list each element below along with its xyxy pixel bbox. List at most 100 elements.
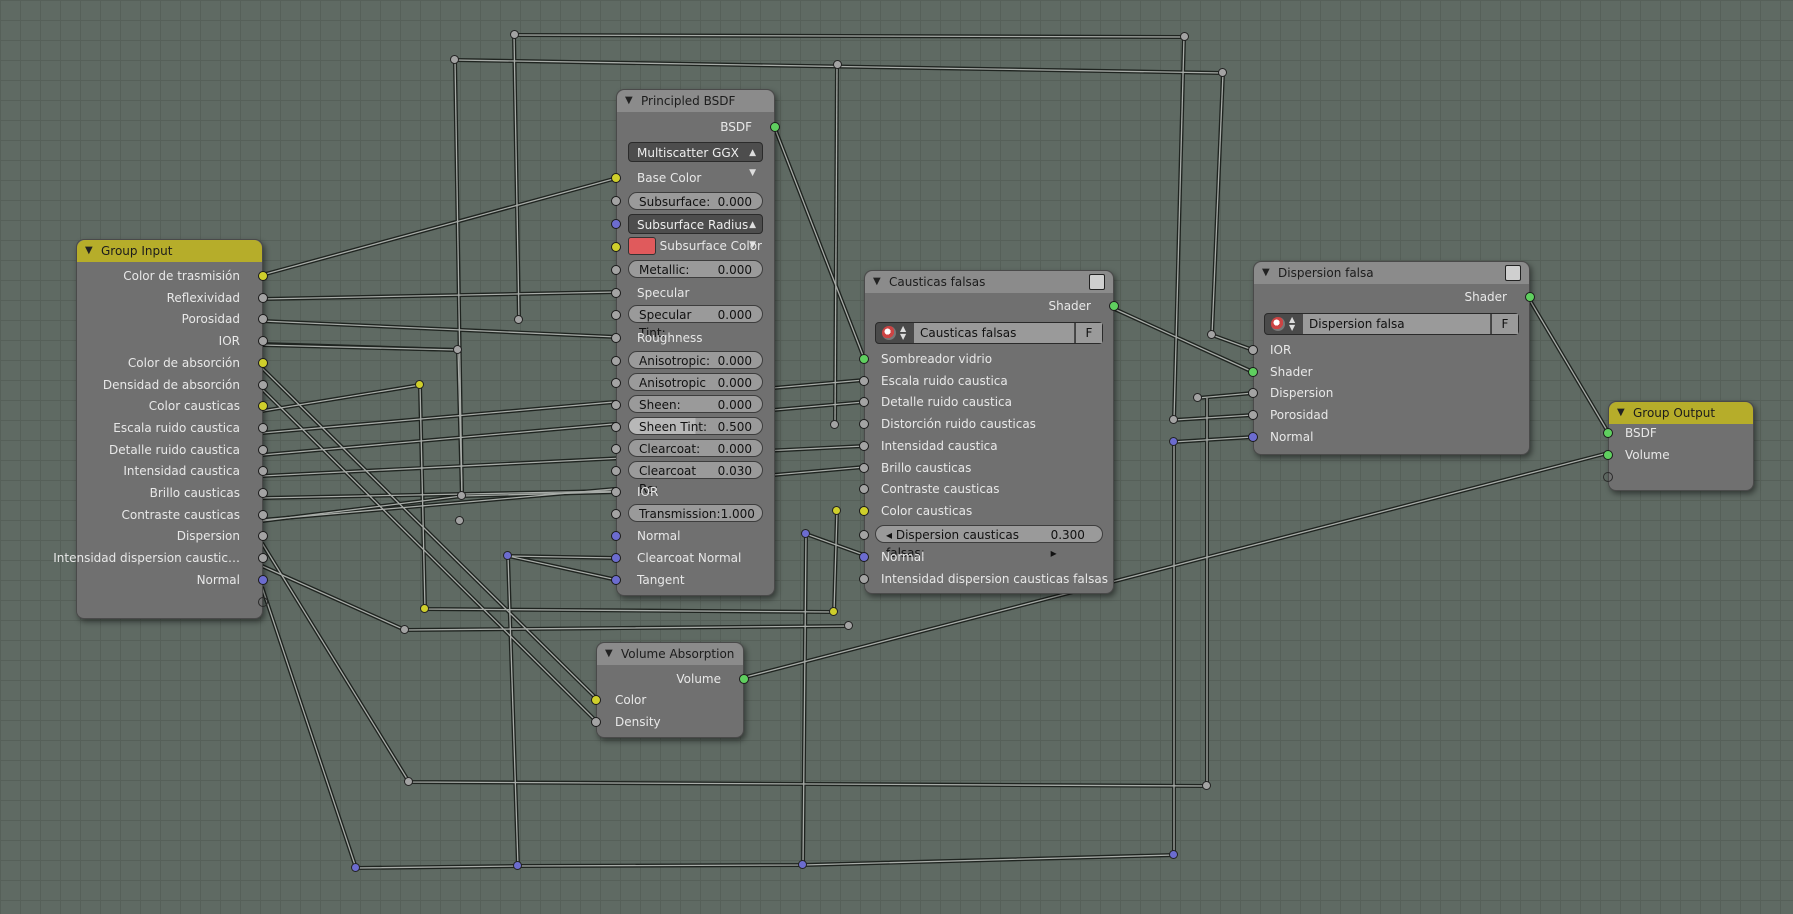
specular-tint-field[interactable]: Specular Tint:0.000 bbox=[628, 305, 763, 340]
subsurface-method-dropdown[interactable]: Subsurface Radius▲▼ bbox=[628, 214, 763, 250]
group-input-output-socket[interactable] bbox=[258, 379, 268, 390]
clearcoat-roughness-field[interactable]: Clearcoat Ro:0.030 bbox=[628, 461, 763, 496]
volume-absorption-header[interactable]: ▼ Volume Absorption bbox=[597, 643, 743, 665]
causticas-falsas-header[interactable]: ▼ Causticas falsas bbox=[865, 271, 1113, 293]
causticas-input-socket[interactable] bbox=[859, 484, 869, 495]
reroute-point[interactable] bbox=[1218, 68, 1227, 77]
group-input-output-socket[interactable] bbox=[258, 422, 268, 433]
group-input-header[interactable]: ▼ Group Input bbox=[77, 240, 262, 262]
causticas-input-socket[interactable] bbox=[859, 397, 869, 408]
group-edit-icon[interactable] bbox=[1505, 265, 1521, 281]
reroute-point[interactable] bbox=[844, 621, 853, 630]
shader-output-socket[interactable] bbox=[1109, 301, 1119, 311]
reroute-point[interactable] bbox=[1169, 415, 1178, 424]
subsurface-field[interactable]: Subsurface:0.000 bbox=[628, 192, 763, 210]
group-edit-icon[interactable] bbox=[1089, 274, 1105, 290]
subsurface-socket[interactable] bbox=[611, 196, 621, 206]
sheen-tint-slider[interactable]: Sheen Tint:0.500 bbox=[628, 417, 763, 435]
principled-bsdf-node[interactable]: ▼ Principled BSDF BSDF Multiscatter GGX▲… bbox=[611, 89, 780, 596]
reroute-point[interactable] bbox=[351, 863, 360, 872]
dispersion-causticas-socket[interactable] bbox=[859, 530, 869, 540]
bsdf-output-socket[interactable] bbox=[770, 122, 780, 132]
subsurface-color-swatch[interactable] bbox=[628, 237, 656, 255]
group-input-output-socket[interactable] bbox=[258, 401, 268, 412]
reroute-point[interactable] bbox=[453, 345, 462, 354]
group-name-field[interactable]: Dispersion falsa bbox=[1303, 314, 1490, 334]
dispersion-input-socket[interactable] bbox=[1248, 366, 1258, 377]
dispersion-falsa-header[interactable]: ▼ Dispersion falsa bbox=[1254, 262, 1529, 284]
reroute-point[interactable] bbox=[801, 529, 810, 538]
anisotropic-field[interactable]: Anisotropic:0.000 bbox=[628, 351, 763, 369]
group-input-output-socket[interactable] bbox=[258, 271, 268, 281]
dispersion-input-socket[interactable] bbox=[1248, 410, 1258, 421]
volume-input-socket[interactable] bbox=[1603, 450, 1613, 460]
updown-arrow-icon[interactable]: ▲▼ bbox=[900, 324, 907, 341]
reroute-point[interactable] bbox=[832, 506, 841, 515]
group-output-header[interactable]: ▼ Group Output bbox=[1609, 402, 1753, 424]
causticas-input-socket[interactable] bbox=[859, 440, 869, 451]
causticas-input-socket[interactable] bbox=[859, 462, 869, 473]
causticas-input-socket[interactable] bbox=[859, 505, 869, 516]
specular-socket[interactable] bbox=[611, 288, 621, 298]
causticas-input-socket[interactable] bbox=[859, 419, 869, 430]
group-input-output-socket[interactable] bbox=[258, 444, 268, 455]
reroute-point[interactable] bbox=[833, 60, 842, 69]
group-datablock-selector[interactable]: ▲▼ Causticas falsas F bbox=[875, 322, 1103, 344]
subsurface-radius-socket[interactable] bbox=[611, 219, 621, 229]
fake-user-button[interactable]: F bbox=[1491, 314, 1518, 334]
causticas-input-socket[interactable] bbox=[859, 354, 869, 364]
reroute-point[interactable] bbox=[415, 380, 424, 389]
reroute-point[interactable] bbox=[1207, 330, 1216, 339]
volume-absorption-node[interactable]: ▼ Volume Absorption Volume Color Density bbox=[591, 642, 749, 738]
metallic-socket[interactable] bbox=[611, 265, 621, 275]
anisotropic-socket[interactable] bbox=[611, 356, 621, 366]
clearcoat-field[interactable]: Clearcoat:0.000 bbox=[628, 439, 763, 457]
group-input-output-socket[interactable] bbox=[258, 292, 268, 303]
bsdf-input-socket[interactable] bbox=[1603, 428, 1613, 438]
reroute-point[interactable] bbox=[798, 860, 807, 869]
sheen-tint-socket[interactable] bbox=[611, 422, 621, 432]
normal-socket[interactable] bbox=[611, 531, 621, 541]
color-input-socket[interactable] bbox=[591, 695, 601, 705]
reroute-point[interactable] bbox=[830, 420, 839, 429]
causticas-input-socket[interactable] bbox=[859, 574, 869, 584]
collapse-triangle-icon[interactable]: ▼ bbox=[1617, 407, 1625, 418]
group-name-field[interactable]: Causticas falsas bbox=[914, 323, 1074, 343]
reroute-point[interactable] bbox=[455, 516, 464, 525]
reroute-point[interactable] bbox=[510, 30, 519, 39]
group-input-output-socket[interactable] bbox=[258, 466, 268, 477]
specular-tint-socket[interactable] bbox=[611, 310, 621, 320]
reroute-point[interactable] bbox=[513, 861, 522, 870]
group-input-output-socket[interactable] bbox=[258, 509, 268, 520]
collapse-triangle-icon[interactable]: ▼ bbox=[85, 245, 93, 256]
roughness-socket[interactable] bbox=[611, 333, 621, 343]
reroute-point[interactable] bbox=[514, 315, 523, 324]
subsurface-color-socket[interactable] bbox=[611, 242, 621, 252]
group-output-node[interactable]: ▼ Group Output BSDF Volume bbox=[1603, 401, 1754, 491]
dispersion-falsa-node[interactable]: ▼ Dispersion falsa Shader ▲▼ Dispersion … bbox=[1248, 261, 1535, 455]
reroute-point[interactable] bbox=[1193, 393, 1202, 402]
dispersion-input-socket[interactable] bbox=[1248, 345, 1258, 355]
causticas-input-socket[interactable] bbox=[859, 552, 869, 562]
group-input-output-socket[interactable] bbox=[258, 574, 268, 585]
group-input-output-socket[interactable] bbox=[258, 336, 268, 347]
clearcoat-roughness-socket[interactable] bbox=[611, 466, 621, 476]
anisotropic-rotation-field[interactable]: Anisotropic R:0.000 bbox=[628, 373, 763, 408]
group-datablock-selector[interactable]: ▲▼ Dispersion falsa F bbox=[1264, 313, 1519, 335]
group-input-output-socket[interactable] bbox=[258, 531, 268, 542]
group-input-output-socket[interactable] bbox=[258, 314, 268, 325]
reroute-point[interactable] bbox=[1169, 850, 1178, 859]
reroute-point[interactable] bbox=[404, 777, 413, 786]
anisotropic-rotation-socket[interactable] bbox=[611, 378, 621, 388]
causticas-falsas-node[interactable]: ▼ Causticas falsas Shader ▲▼ Causticas f… bbox=[859, 270, 1119, 594]
dispersion-input-socket[interactable] bbox=[1248, 431, 1258, 442]
reroute-point[interactable] bbox=[420, 604, 429, 613]
collapse-triangle-icon[interactable]: ▼ bbox=[1262, 267, 1270, 278]
reroute-point[interactable] bbox=[503, 551, 512, 560]
distribution-dropdown[interactable]: Multiscatter GGX▲▼ bbox=[628, 142, 763, 178]
updown-arrow-icon[interactable]: ▲▼ bbox=[1289, 315, 1296, 332]
metallic-field[interactable]: Metallic:0.000 bbox=[628, 260, 763, 278]
transmission-field[interactable]: Transmission:1.000 bbox=[628, 504, 763, 522]
reroute-point[interactable] bbox=[1202, 781, 1211, 790]
